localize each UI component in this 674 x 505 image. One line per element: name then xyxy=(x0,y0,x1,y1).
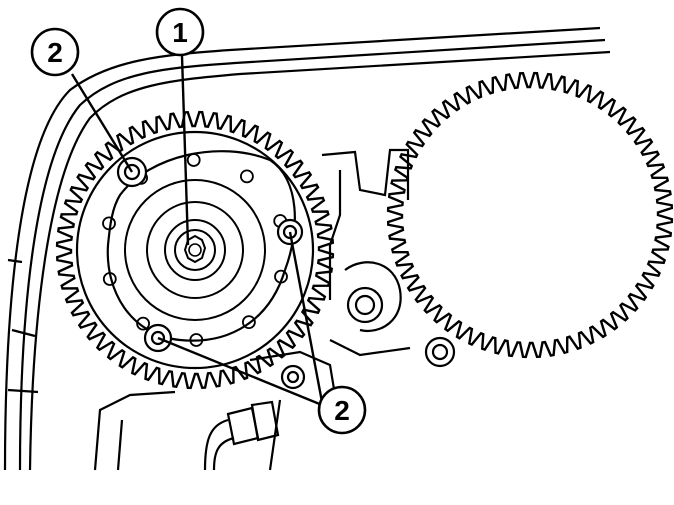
sprocket-hole xyxy=(186,153,201,167)
gear-wheel-icon xyxy=(386,71,674,359)
sprocket-hole xyxy=(189,333,204,347)
callout-2-bottom-right: 2 xyxy=(317,385,367,435)
sprocket-hole xyxy=(239,169,254,184)
sprocket-hole xyxy=(274,269,288,284)
bolt-icon xyxy=(116,156,456,390)
sprocket-hole xyxy=(136,316,151,331)
callout-2-top-left-label: 2 xyxy=(47,37,63,68)
sprocket-hole xyxy=(102,272,117,286)
sprocket-hole xyxy=(241,315,256,330)
sprocket-hole xyxy=(102,216,116,231)
camshaft-sprocket-icon xyxy=(55,110,335,390)
engine-cover-outline xyxy=(3,26,611,471)
sensor-connector-icon xyxy=(203,400,280,471)
callout-1: 1 xyxy=(155,7,205,57)
callout-2-top-left: 2 xyxy=(30,27,80,77)
callout-1-label: 1 xyxy=(172,17,188,48)
leader-lines xyxy=(70,55,324,407)
callout-2-bottom-right-label: 2 xyxy=(334,395,350,426)
